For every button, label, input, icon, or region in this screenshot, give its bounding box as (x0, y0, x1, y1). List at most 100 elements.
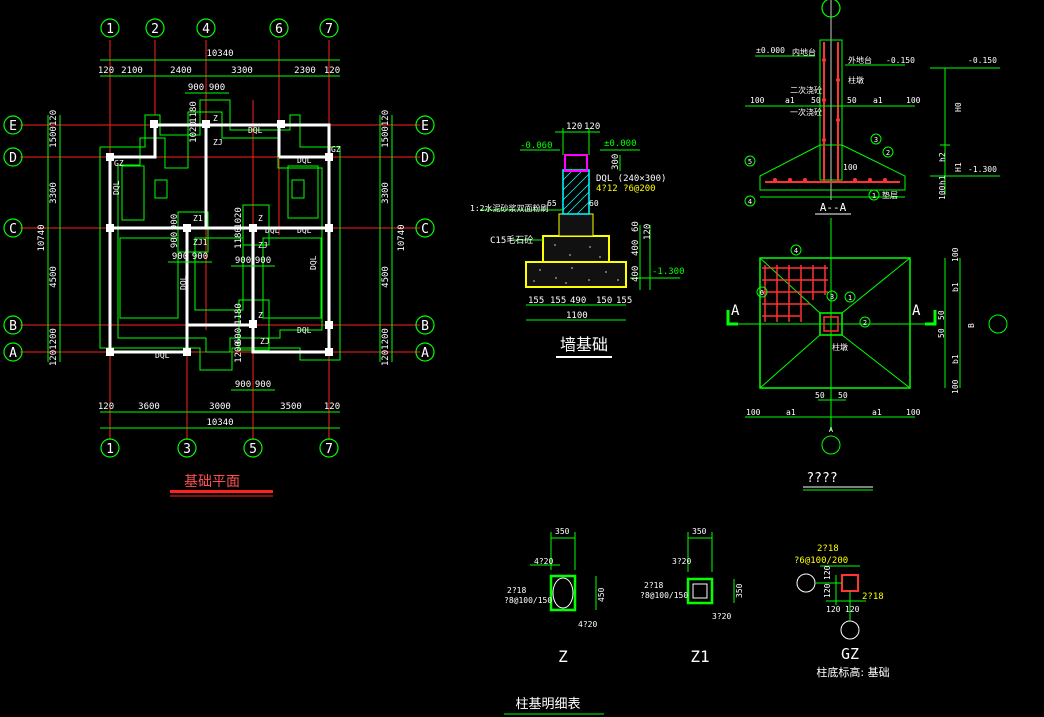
dim-text: 900 (172, 252, 188, 262)
stirrup: ?8@100/150 (640, 591, 688, 600)
pedestal-label: 柱墩 (832, 342, 848, 352)
top-total-dim: 10340 (206, 49, 233, 59)
rebar-label: 二次浇砼 (790, 85, 822, 95)
axis-bubbles (3, 18, 435, 458)
dim-text: 3600 (138, 402, 160, 412)
callout: 1 (848, 294, 852, 302)
column-z-outline (549, 574, 577, 612)
dim-text: 4500 (49, 266, 59, 288)
axis-label: E (421, 119, 429, 134)
beam-rebar: 4?12 ?6@200 (596, 184, 656, 194)
axis-label: 3 (183, 442, 191, 457)
dim-text: a1 (785, 96, 795, 105)
dim: 120 (845, 605, 860, 614)
dim-text: 900 (235, 380, 251, 390)
footing-plan-texts: 100 a1 50 50 a1 100 柱墩 (746, 342, 921, 417)
callout: 3 (874, 136, 878, 144)
dim-text: 3000 (209, 402, 231, 412)
rebar-dots (773, 58, 887, 182)
bottom-rebar: 4?20 (578, 620, 597, 629)
dim-text: 50 (815, 391, 825, 400)
axis-label: D (421, 151, 429, 166)
dim-text: 150 (596, 296, 612, 306)
axis-label: 7 (325, 442, 333, 457)
plan-dimension-texts: 10340 120 2100 2400 3300 2300 120 900 90… (98, 49, 340, 428)
axis-label: 5 (249, 442, 257, 457)
dim-text: 2400 (170, 66, 192, 76)
aa-callout-circles (744, 133, 894, 207)
dim-text: 900 (209, 83, 225, 93)
axis-bubble (840, 620, 860, 640)
cut-marker-labels: A A (731, 303, 921, 319)
dim-text: 120 (643, 224, 653, 240)
callout: 1 (872, 192, 876, 200)
dim-text: 120 (584, 122, 600, 132)
dim-text: 120 (381, 110, 391, 126)
foundation-base (525, 261, 627, 288)
concrete-label: C15毛石砼 (490, 234, 533, 246)
dim-text: 100 (746, 408, 761, 417)
z-label: Z (258, 311, 263, 320)
axis-bubble (796, 573, 816, 593)
pier-label: 柱墩 (848, 75, 864, 85)
dim-text: 100 (906, 96, 921, 105)
height-dim: 450 (597, 587, 606, 602)
callout: 6 (760, 289, 764, 297)
column-gz-detail: 2?18 ?6@100/200 2?18 120 120 120 120 GZ … (794, 544, 890, 679)
column-z-name: Z (558, 647, 568, 666)
section-aa-title: A--A (820, 201, 847, 214)
dim-text: 120 (324, 402, 340, 412)
texts: 350 3?20 2?18 ?8@100/150 3?20 350 (640, 527, 744, 621)
dim-text: 3300 (381, 182, 391, 204)
dql-label: DQL (297, 156, 312, 165)
column-table-title: 柱基明细表 (515, 697, 580, 712)
dql-label: DQL (155, 351, 170, 360)
dim-text: 1500 (381, 126, 391, 148)
axis-bubble-labels: 1 2 4 6 7 1 3 5 7 E D C B A E D C B A (9, 22, 429, 457)
dim-text: 120 (381, 350, 391, 366)
dim-text: 1180 (234, 227, 244, 249)
dim-text: 100 (938, 185, 947, 200)
column-z-detail: 350 4?20 2?18 ?8@100/150 4?20 450 Z (504, 527, 606, 666)
dim-text: 900 (255, 380, 271, 390)
footing-plan-dims (745, 258, 961, 418)
column-z1-name: Z1 (690, 647, 709, 666)
dim-text: H1 (954, 162, 963, 172)
zj-label: ZJ (213, 138, 223, 147)
level-inner: ±0.000 (756, 46, 785, 55)
column-z1-detail: 350 3?20 2?18 ?8@100/150 3?20 350 Z1 (640, 527, 744, 666)
side-label: B (967, 323, 976, 328)
foundation-neck (558, 213, 594, 237)
callout: 2 (886, 149, 890, 157)
dim-text: 3300 (231, 66, 253, 76)
beam-height: 300 (611, 154, 621, 170)
axis-label: 4 (202, 22, 210, 37)
callout: 2 (863, 319, 867, 327)
gz-label: GZ (331, 145, 341, 154)
footing-outlines (99, 99, 341, 371)
stirrup: ?8@100/150 (504, 596, 552, 605)
dim-text: 1200 (234, 341, 244, 363)
dim-text: 100 (951, 247, 960, 262)
dql-label: DQL (297, 326, 312, 335)
dql-label: DQL (309, 255, 318, 270)
dim-lines (687, 532, 735, 603)
dim-text: 120 (98, 66, 114, 76)
dim-text: 1200 (49, 328, 59, 350)
tie (692, 583, 708, 599)
top-rebar: 2?18 (817, 544, 839, 554)
cut-label: A (731, 303, 740, 319)
wall-foundation-title: 墙基础 (560, 335, 608, 354)
aa-vertical-texts: H0 h2 H1 h1 100 (938, 102, 963, 200)
dim: 120 (826, 605, 841, 614)
dim-text: h1 (938, 175, 947, 185)
dim-text: 50 (847, 96, 857, 105)
top-rebar: 4?20 (534, 557, 553, 566)
plan-dimension-lines (47, 59, 393, 429)
footing-slope-lines (728, 218, 936, 430)
plan-side-dimension-texts: 10740 1500 120 3300 4500 1200 120 10740 … (37, 101, 407, 366)
callout: 4 (794, 247, 798, 255)
top-rebar: 3?20 (672, 557, 691, 566)
dim-text: 2100 (121, 66, 143, 76)
foundation-plan: 1 2 4 6 7 1 3 5 7 E D C B A E D C B A 10… (3, 18, 435, 497)
